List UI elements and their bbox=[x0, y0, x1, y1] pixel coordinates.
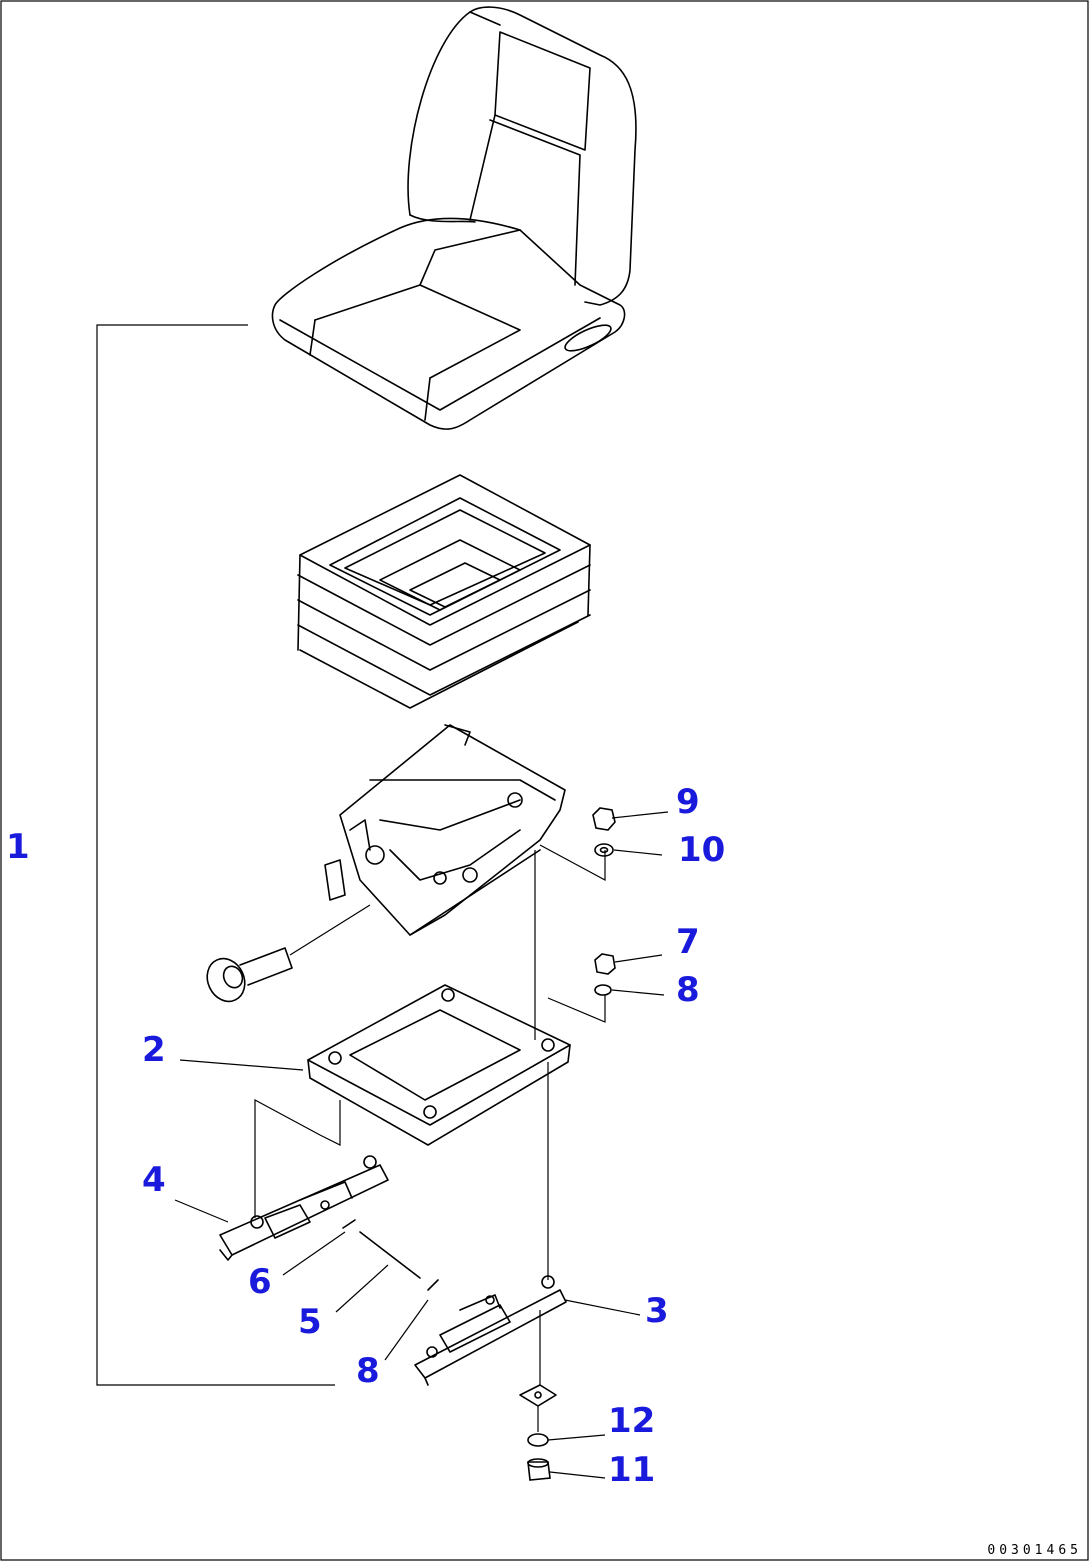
nut-7 bbox=[594, 953, 616, 975]
pin-6 bbox=[342, 1219, 356, 1229]
callout-11: 11 bbox=[608, 1450, 656, 1490]
pin-8 bbox=[427, 1279, 439, 1291]
callout-2: 2 bbox=[142, 1030, 166, 1070]
callout-6: 6 bbox=[248, 1262, 272, 1302]
slide-rail-right bbox=[414, 1275, 567, 1386]
callout-12: 12 bbox=[608, 1401, 656, 1441]
adjust-knob-bolt bbox=[206, 904, 371, 1003]
figure-id: 00301465 bbox=[987, 1543, 1082, 1558]
suspension-mechanism bbox=[324, 724, 566, 936]
callout-8-upper: 8 bbox=[676, 970, 700, 1010]
callout-5: 5 bbox=[298, 1302, 322, 1342]
callout-3: 3 bbox=[645, 1291, 669, 1331]
nut-11 bbox=[527, 1458, 551, 1481]
plate-washer bbox=[519, 1384, 557, 1407]
callout-9: 9 bbox=[676, 782, 700, 822]
leader-lines bbox=[174, 811, 669, 1479]
slide-rail-left bbox=[219, 1155, 389, 1261]
washer-8 bbox=[594, 984, 612, 996]
nut-9 bbox=[592, 807, 616, 831]
assembly-bracket bbox=[96, 324, 335, 1386]
callout-8-lower: 8 bbox=[356, 1351, 380, 1391]
callout-10: 10 bbox=[678, 830, 726, 870]
callout-1: 1 bbox=[6, 827, 30, 867]
seat-cushion-backrest bbox=[271, 6, 637, 430]
callout-7: 7 bbox=[676, 922, 700, 962]
callout-4: 4 bbox=[142, 1160, 166, 1200]
base-plate bbox=[307, 984, 571, 1146]
washer-12 bbox=[527, 1433, 549, 1447]
spring-5 bbox=[359, 1231, 421, 1279]
washer-10 bbox=[594, 843, 614, 857]
suspension-bellows bbox=[297, 474, 591, 709]
